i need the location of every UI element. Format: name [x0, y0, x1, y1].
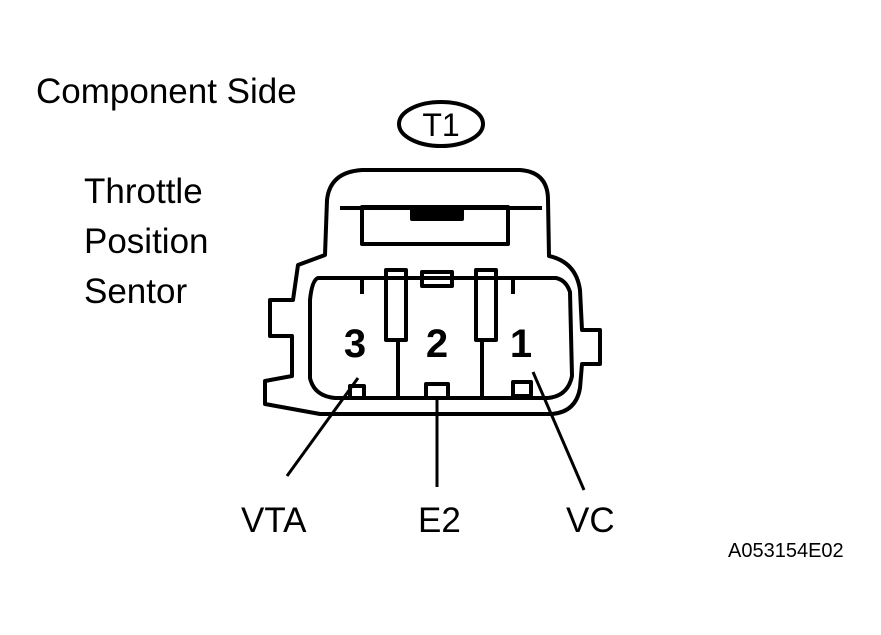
sensor-name-line-3: Sentor [84, 272, 188, 311]
pin-number-2: 2 [426, 322, 448, 366]
pin-1-tab [511, 380, 533, 398]
diagram-title: Component Side [36, 72, 297, 111]
latch-tab [410, 205, 464, 221]
signal-label-e2: E2 [418, 501, 461, 540]
leader-line-vc [531, 371, 586, 491]
sensor-name-line-1: Throttle [84, 172, 203, 211]
leader-line-vta [285, 377, 360, 477]
keyway-center-top [420, 270, 454, 288]
pin-2-tab [424, 382, 450, 400]
keyway-left [384, 268, 408, 342]
sensor-name-line-2: Position [84, 222, 209, 261]
connector-id-label: T1 [422, 107, 459, 143]
pin-3-tab [348, 384, 366, 400]
keyway-right [474, 268, 498, 342]
pin-number-1: 1 [510, 322, 532, 366]
inner-cavity-outline [308, 276, 574, 400]
pin-number-3: 3 [344, 322, 366, 366]
signal-label-vta: VTA [241, 501, 307, 540]
connector-id-oval [397, 100, 485, 148]
signal-label-vc: VC [566, 501, 615, 540]
part-code: A053154E02 [728, 540, 844, 562]
